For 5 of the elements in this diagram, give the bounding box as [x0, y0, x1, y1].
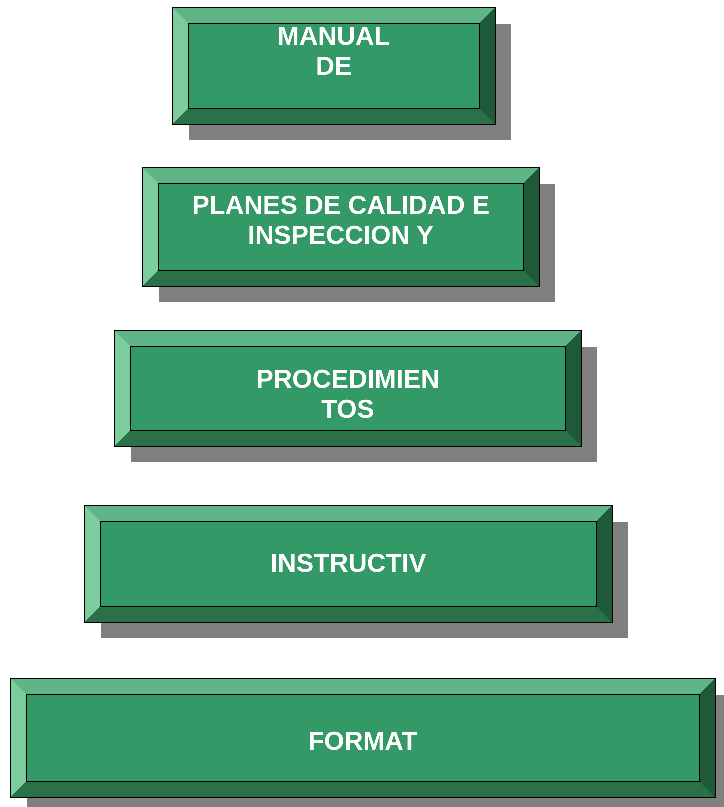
- box-label: MANUAL DE: [276, 22, 392, 82]
- box-label: FORMAT: [307, 727, 419, 757]
- box-label: PROCEDIMIEN TOS: [255, 364, 441, 424]
- box-label: INSTRUCTIV: [270, 549, 428, 579]
- box-label: PLANES DE CALIDAD E INSPECCION Y: [191, 191, 491, 251]
